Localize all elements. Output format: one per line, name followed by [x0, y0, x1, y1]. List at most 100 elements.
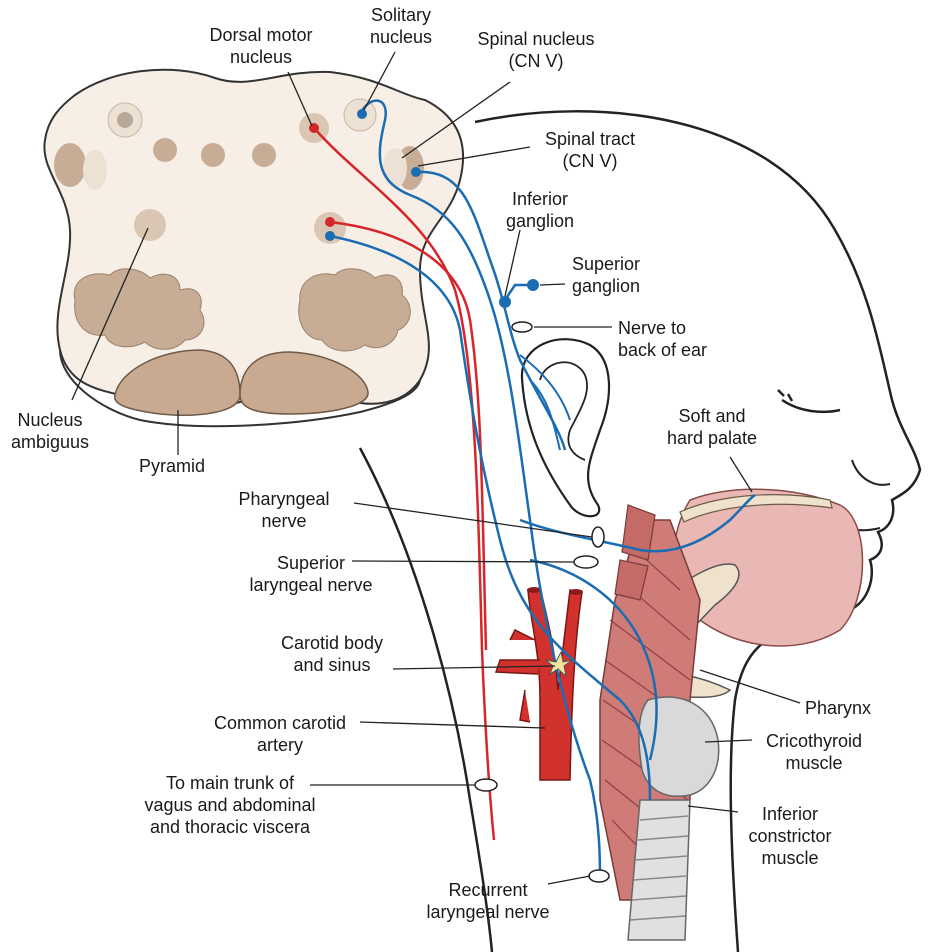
- nucleus-left-1: [54, 143, 86, 187]
- label-inferior-ganglion: Inferior ganglion: [506, 188, 574, 232]
- upper-muscle-bands: [614, 504, 656, 601]
- label-line: (CN V): [562, 151, 618, 171]
- motor-fiber-dorsal: [313, 127, 496, 841]
- trachea: [627, 799, 691, 941]
- label-soft-and-hard-palate: Soft and hard palate: [667, 405, 757, 449]
- nucleus-left-2: [83, 150, 107, 190]
- leader-inferior-ganglion: [504, 229, 521, 297]
- leader-solitary: [363, 51, 396, 111]
- label-line: Inferior: [761, 804, 819, 824]
- nostril-line: [851, 459, 891, 486]
- label-line: Pharyngeal: [238, 489, 330, 509]
- nucleus-left-5: [252, 143, 276, 167]
- label-line: laryngeal nerve: [249, 575, 373, 595]
- label-line: constrictor: [748, 826, 832, 846]
- label-pyramid: Pyramid: [139, 455, 205, 477]
- pharyngeal-nerve-marker: [591, 526, 605, 548]
- label-recurrent-laryngeal-nerve: Recurrent laryngeal nerve: [426, 879, 549, 923]
- nucleus-left-3: [153, 138, 177, 162]
- inferior-ganglion-dot: [499, 296, 511, 308]
- label-line: back of ear: [618, 340, 708, 360]
- inferior-olive-right: [298, 268, 411, 352]
- leader-spinal-nucleus: [401, 81, 511, 159]
- label-to-main-trunk: To main trunk of vagus and abdominal and…: [144, 772, 315, 838]
- label-line: and thoracic viscera: [149, 817, 311, 837]
- spinal-nucleus-cnv-light: [383, 148, 407, 188]
- label-line: Carotid body: [280, 633, 384, 653]
- ear-nerve-branch: [519, 354, 571, 451]
- label-common-carotid-artery: Common carotid artery: [214, 712, 346, 756]
- leader-nucleus-ambiguus: [71, 227, 149, 401]
- sensory-fiber-solitary: [358, 99, 602, 881]
- tracheal-rings: [629, 815, 689, 921]
- leader-spinal-tract: [417, 146, 531, 167]
- motor-fiber-ambiguus: [329, 220, 488, 651]
- solitary-nucleus-dot: [357, 109, 367, 119]
- carotid-opening-left: [527, 587, 541, 593]
- pharyngeal-nerve-branch: [519, 493, 756, 553]
- pyramid-right: [239, 351, 369, 415]
- nucleus-ambiguus-left: [134, 209, 166, 241]
- nucleus-left-4: [201, 143, 225, 167]
- label-line: Spinal tract: [544, 129, 636, 149]
- label-spinal-tract: Spinal tract (CN V): [545, 128, 635, 172]
- label-line: Nucleus: [17, 410, 83, 430]
- dorsal-motor-nucleus-dot: [309, 123, 319, 133]
- label-line: hard palate: [666, 428, 758, 448]
- label-line: Common carotid: [213, 713, 347, 733]
- superior-ganglion-dot: [527, 279, 539, 291]
- label-line: Cricothyroid: [765, 731, 863, 751]
- superior-laryngeal-marker: [573, 555, 599, 569]
- label-line: nucleus: [229, 47, 293, 67]
- dorsal-nucleus-left-core: [117, 112, 133, 128]
- leader-superior-laryngeal: [351, 560, 575, 563]
- carotid-body-star: [544, 650, 573, 678]
- label-line: and sinus: [293, 655, 371, 675]
- sensory-fiber-ambiguus: [329, 234, 652, 801]
- neck-back-outline: [358, 447, 494, 952]
- label-line: Pharynx: [805, 698, 872, 718]
- label-carotid-body-and-sinus: Carotid body and sinus: [281, 632, 383, 676]
- leader-common-carotid: [359, 721, 546, 729]
- label-superior-laryngeal-nerve: Superior laryngeal nerve: [249, 552, 372, 596]
- label-line: Inferior: [511, 189, 569, 209]
- nucleus-ambiguus-right: [314, 212, 346, 244]
- leader-superior-ganglion: [539, 283, 566, 286]
- label-line: ganglion: [505, 211, 575, 231]
- label-inferior-constrictor-muscle: Inferior constrictor muscle: [748, 803, 831, 869]
- main-trunk-marker: [474, 778, 498, 792]
- ear-inner-fold: [539, 361, 588, 461]
- label-solitary-nucleus: Solitary nucleus: [370, 4, 432, 48]
- label-nerve-to-back-of-ear: Nerve to back of ear: [618, 317, 707, 361]
- label-spinal-nucleus: Spinal nucleus (CN V): [477, 28, 594, 72]
- label-superior-ganglion: Superior ganglion: [572, 253, 640, 297]
- spinal-tract-dot: [411, 167, 421, 177]
- label-cricothyroid-muscle: Cricothyroid muscle: [766, 730, 862, 774]
- leader-pharyngeal-nerve: [353, 502, 593, 538]
- ear-outline: [520, 338, 611, 518]
- label-line: muscle: [785, 753, 843, 773]
- leader-inferior-constrictor: [687, 805, 739, 813]
- recurrent-laryngeal-marker: [588, 869, 610, 883]
- label-line: Nerve to: [618, 318, 687, 338]
- label-dorsal-motor-nucleus: Dorsal motor nucleus: [209, 24, 312, 68]
- superior-laryngeal-branch: [529, 558, 658, 761]
- nucleus-ambiguus-motor-dot: [325, 217, 335, 227]
- label-line: Spinal nucleus: [477, 29, 595, 49]
- label-line: muscle: [761, 848, 819, 868]
- leader-recurrent-laryngeal: [547, 875, 591, 885]
- label-line: nerve: [261, 511, 307, 531]
- leader-dorsal-motor: [287, 71, 313, 127]
- label-line: To main trunk of: [165, 773, 295, 793]
- medulla-bottom-rim: [59, 349, 421, 428]
- label-line: ambiguus: [10, 432, 90, 452]
- nerve-to-back-of-ear-marker: [511, 321, 533, 333]
- label-line: Dorsal motor: [209, 25, 313, 45]
- label-line: (CN V): [508, 51, 564, 71]
- sensory-fiber-spinal-tract: [415, 170, 567, 451]
- label-line: Pyramid: [138, 456, 206, 476]
- leader-pharynx: [699, 669, 801, 704]
- carotid-branches: [494, 628, 540, 723]
- label-line: nucleus: [369, 27, 433, 47]
